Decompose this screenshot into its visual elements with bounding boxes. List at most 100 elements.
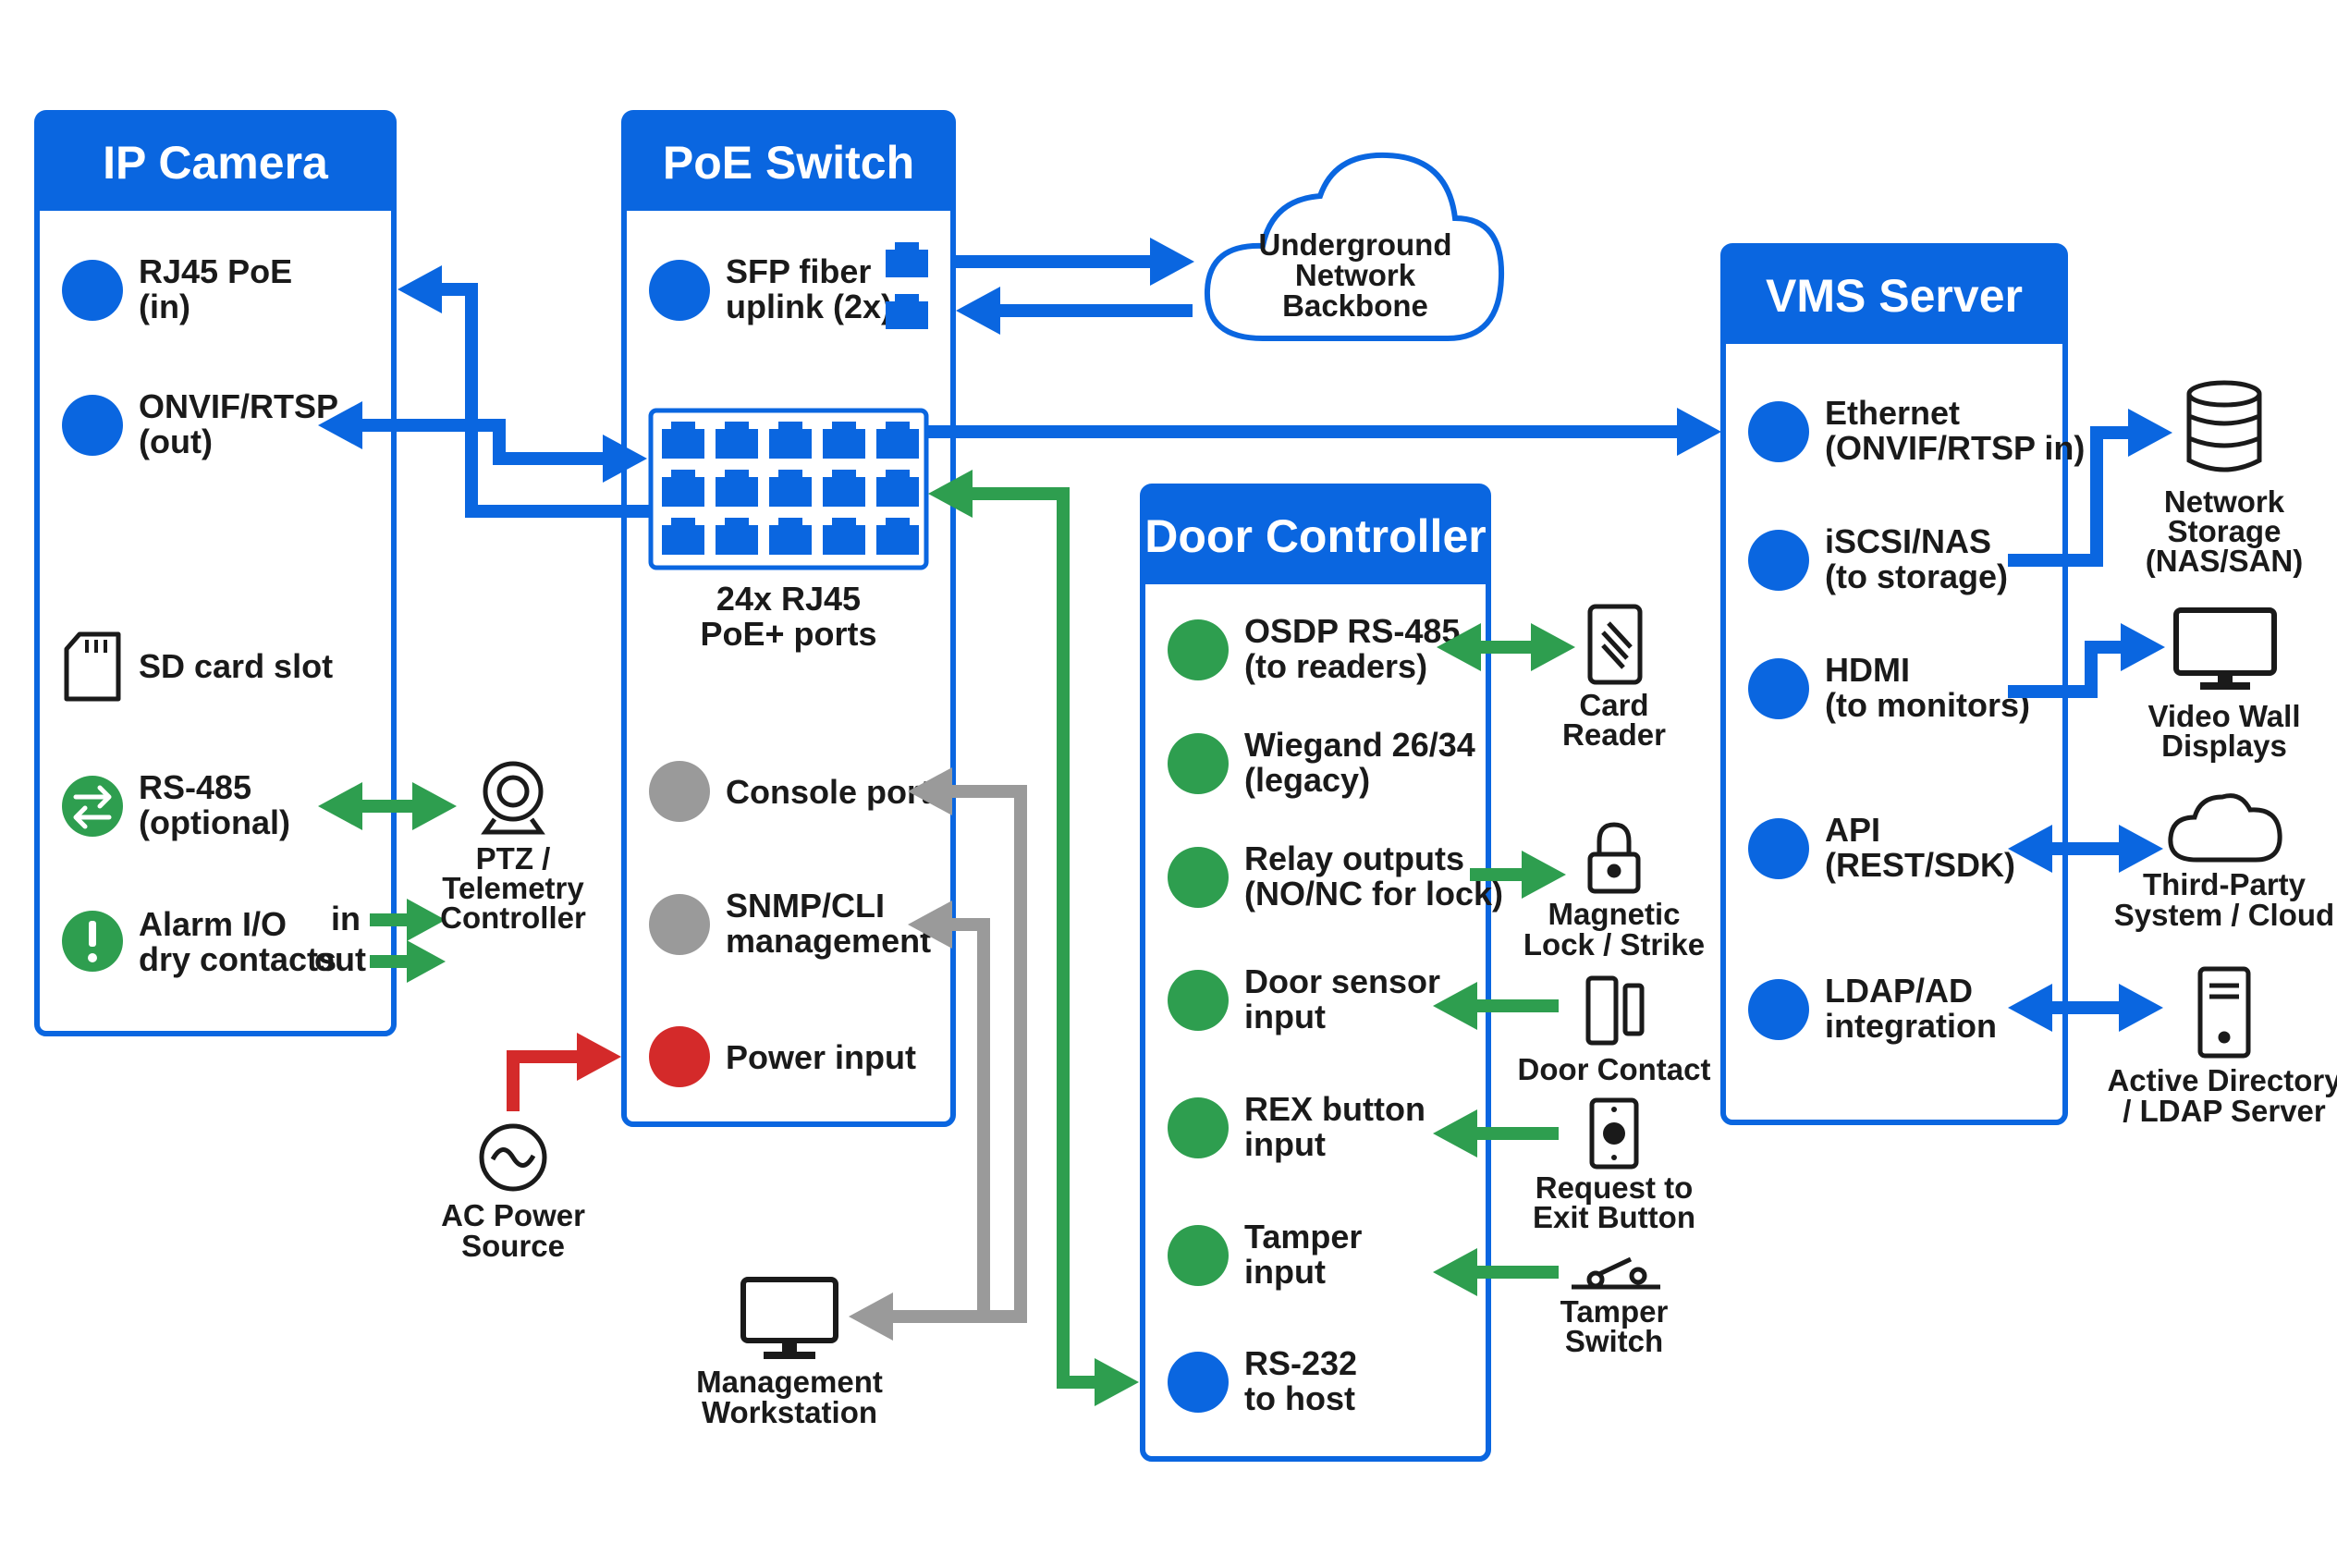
port-dot	[1168, 1225, 1229, 1286]
port-label: Door sensor	[1244, 962, 1440, 1000]
port-label: input	[1244, 1253, 1326, 1291]
port-label: to host	[1244, 1379, 1355, 1417]
rj45-port-cell	[823, 518, 865, 555]
port-label: Alarm I/O	[139, 905, 287, 943]
ac-power-source: AC Power Source	[441, 1123, 585, 1263]
sd-card-icon	[64, 631, 121, 702]
sfp-port-icon	[886, 294, 928, 329]
port-ethernet: Ethernet (ONVIF/RTSP in)	[1748, 394, 2085, 467]
alarm-out-label: out	[314, 940, 366, 978]
port-wiegand: Wiegand 26/34 (legacy)	[1168, 726, 1475, 799]
port-grid-label: PoE+ ports	[700, 615, 876, 653]
video-wall-label: Video Wall	[2147, 699, 2300, 733]
port-dot	[1168, 847, 1229, 908]
rex-exit-button: Request to Exit Button	[1533, 1097, 1695, 1234]
port-power-input: Power input	[649, 1026, 916, 1087]
port-rex: REX button input	[1168, 1090, 1425, 1163]
port-dot	[1168, 733, 1229, 794]
door-controller-panel: Door Controller	[1140, 484, 1491, 1462]
swap-icon	[62, 776, 123, 837]
port-dot	[649, 1026, 710, 1087]
ip-camera-title: IP Camera	[103, 137, 329, 189]
port-sfp-uplink: SFP fiber uplink (2x)	[649, 242, 928, 329]
port-label: Console port	[726, 773, 931, 811]
rj45-port-cell	[662, 518, 704, 555]
port-label: (legacy)	[1244, 761, 1370, 799]
port-label: iSCSI/NAS	[1825, 522, 1991, 560]
ip-camera-panel: IP Camera	[34, 110, 397, 1036]
poe-switch-panel: PoE Switch	[621, 110, 956, 1127]
port-label: RS-485	[139, 768, 251, 806]
port-label: Wiegand 26/34	[1244, 726, 1475, 764]
port-door-sensor: Door sensor input	[1168, 962, 1440, 1035]
cloud-icon	[1204, 152, 1505, 341]
port-dot	[1748, 401, 1809, 462]
port-snmp-cli: SNMP/CLI management	[649, 887, 931, 960]
port-label: Power input	[726, 1038, 916, 1076]
door-contact-label: Door Contact	[1518, 1052, 1711, 1086]
rj45-port-cell	[823, 470, 865, 507]
port-label: (out)	[139, 423, 213, 460]
port-label: RS-232	[1244, 1344, 1357, 1382]
port-dot	[62, 395, 123, 456]
port-label: SD card slot	[139, 647, 333, 685]
ptz-label: PTZ /	[476, 841, 551, 876]
port-label: ONVIF/RTSP	[139, 387, 338, 425]
port-label: SFP fiber	[726, 252, 871, 290]
power-link	[507, 1050, 579, 1111]
port-label: LDAP/AD	[1825, 972, 1973, 1010]
port-label: REX button	[1244, 1090, 1425, 1128]
port-ldap-ad: LDAP/AD integration	[1748, 972, 1997, 1045]
poe-switch-title: PoE Switch	[663, 137, 914, 189]
ad-label: / LDAP Server	[2123, 1094, 2326, 1128]
tamper-switch-label: Tamper	[1560, 1294, 1669, 1329]
port-label: OSDP RS-485	[1244, 612, 1460, 650]
ptz-label: Controller	[440, 900, 586, 935]
workstation-label: Workstation	[702, 1395, 877, 1429]
rj45-port-cell	[876, 422, 919, 459]
storage-label: (NAS/SAN)	[2146, 544, 2304, 578]
port-dot	[649, 260, 710, 321]
alarm-in-label: in	[331, 900, 361, 937]
port-label: (to monitors)	[1825, 686, 2030, 724]
third-party-label: System / Cloud	[2114, 898, 2334, 932]
cloud-icon	[2168, 793, 2282, 863]
port-label: RJ45 PoE	[139, 252, 292, 290]
rj45-port-cell	[769, 422, 812, 459]
port-label: uplink (2x)	[726, 288, 892, 325]
rj45-port-cell	[876, 470, 919, 507]
port-sd-card: SD card slot	[64, 631, 333, 702]
rj45-port-cell	[716, 518, 758, 555]
vms-server-title: VMS Server	[1766, 270, 2023, 322]
rex-button-label: Exit Button	[1533, 1200, 1695, 1234]
port-dot	[1748, 979, 1809, 1040]
backbone-label: Network	[1295, 258, 1416, 292]
port-onvif-rtsp: ONVIF/RTSP (out)	[62, 387, 338, 460]
port-dot	[1748, 658, 1809, 719]
port-label: input	[1244, 1125, 1326, 1163]
tamper-switch-label: Switch	[1565, 1324, 1663, 1358]
rj45-port-cell	[716, 422, 758, 459]
backbone-label: Backbone	[1282, 288, 1428, 323]
magnetic-lock: Magnetic Lock / Strike	[1523, 822, 1705, 962]
ac-power-label: Source	[461, 1229, 565, 1263]
ptz-camera-icon	[481, 761, 545, 835]
backbone-label: Underground	[1259, 227, 1452, 262]
rj45-port-cell	[662, 470, 704, 507]
rj45-port-cell	[823, 422, 865, 459]
port-dot	[1168, 1352, 1229, 1413]
ac-power-label: AC Power	[441, 1198, 585, 1232]
port-relay: Relay outputs (NO/NC for lock)	[1168, 839, 1503, 913]
port-dot	[1748, 818, 1809, 879]
third-party-system: Third-Party System / Cloud	[2114, 793, 2334, 932]
mag-lock-label: Lock / Strike	[1523, 927, 1705, 962]
card-reader-icon	[1587, 604, 1643, 685]
network-storage: Network Storage (NAS/SAN)	[2146, 380, 2304, 578]
port-label: (REST/SDK)	[1825, 846, 2015, 884]
rj45-port-grid-icon	[662, 422, 919, 555]
port-label: management	[726, 922, 931, 960]
exit-button-icon	[1589, 1097, 1639, 1170]
mag-lock-label: Magnetic	[1548, 897, 1680, 931]
ad-label: Active Directory	[2107, 1063, 2337, 1097]
port-dot	[649, 761, 710, 822]
